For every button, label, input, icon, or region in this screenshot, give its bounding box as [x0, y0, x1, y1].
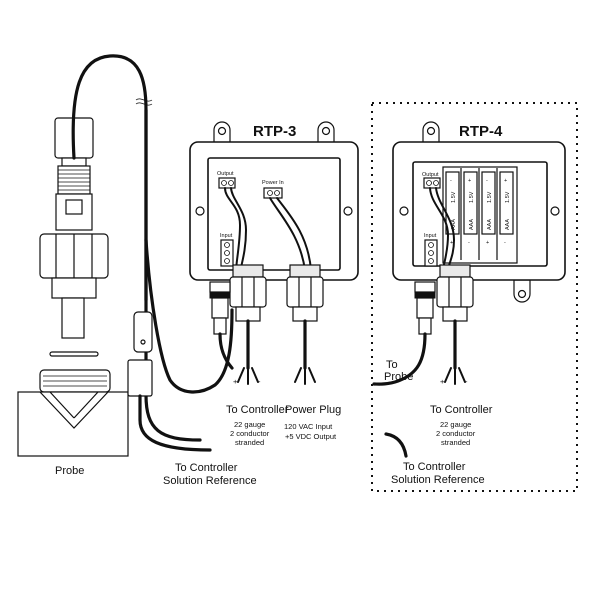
rtp3-wire-spec-line3: stranded	[235, 438, 264, 447]
rtp3-input-label: Input	[220, 233, 233, 239]
battery-3-voltage: 1.5V	[487, 191, 493, 203]
rtp4-dotted-border	[371, 102, 578, 492]
rtp4-to-probe-line2: Probe	[384, 371, 413, 383]
rtp4-battery-sign-8: -	[504, 240, 506, 246]
rtp4-battery-sign-4: +	[504, 178, 507, 184]
battery-4-voltage: 1.5V	[505, 191, 511, 203]
rtp3-power-in-label: Power In	[262, 180, 284, 186]
probe-label: Probe	[55, 465, 84, 477]
rtp3-wire-spec-line2: 2 conductor	[230, 429, 270, 438]
battery-4-type: AAA	[505, 219, 511, 230]
rtp4-input-label: Input	[424, 233, 437, 239]
rtp4-battery-sign-7: +	[486, 240, 489, 246]
rtp4-minus-sign: -	[465, 377, 468, 386]
rtp4-batteries: AAA 1.5V AAA 1.5V AAA 1.5V AAA 1.5V	[451, 191, 511, 230]
rtp4-wire-spec-line3: stranded	[441, 438, 470, 447]
power-spec-line2: +5 VDC Output	[285, 432, 337, 441]
rtp4-battery-sign-1: -	[450, 178, 452, 184]
rtp3-unit: RTP-3 Output Power In Input	[189, 121, 359, 386]
rtp3-plus-sign: +	[233, 377, 238, 386]
battery-1-voltage: 1.5V	[451, 191, 457, 203]
probe-assembly	[17, 117, 129, 457]
rtp3-minus-sign: -	[258, 377, 261, 386]
battery-1-type: AAA	[451, 219, 457, 230]
rtp4-solution-ref-line1: To Controller	[403, 461, 466, 473]
power-plug-label: Power Plug	[285, 404, 341, 416]
rtp4-unit: RTP-4 - + - + + - + - AAA 1.5V AAA	[372, 121, 566, 458]
rtp4-to-controller-label: To Controller	[430, 404, 493, 416]
rtp3-to-controller-label: To Controller	[226, 404, 289, 416]
battery-2-type: AAA	[469, 219, 475, 230]
rtp4-to-probe-line1: To	[386, 359, 398, 371]
rtp4-solution-ref-line2: Solution Reference	[391, 474, 485, 486]
rtp4-battery-sign-2: +	[468, 178, 471, 184]
rtp4-battery-sign-5: +	[450, 240, 453, 246]
probe-cable	[71, 54, 234, 452]
rtp4-battery-sign-6: -	[468, 240, 470, 246]
rtp4-wire-spec-line2: 2 conductor	[436, 429, 476, 438]
rtp3-wire-spec-line1: 22 gauge	[234, 420, 265, 429]
rtp3-output-label: Output	[217, 171, 234, 177]
rtp4-wire-spec-line1: 22 gauge	[440, 420, 471, 429]
solution-ref-label-line1: To Controller	[175, 462, 238, 474]
rtp4-battery-sign-3: -	[486, 178, 488, 184]
solution-ref-label-line2: Solution Reference	[163, 475, 257, 487]
rtp4-output-label: Output	[422, 172, 439, 178]
rtp4-plus-sign: +	[440, 377, 445, 386]
rtp4-title: RTP-4	[459, 123, 503, 140]
rtp3-title: RTP-3	[253, 123, 296, 140]
power-spec-line1: 120 VAC Input	[284, 422, 333, 431]
battery-2-voltage: 1.5V	[469, 191, 475, 203]
battery-3-type: AAA	[487, 219, 493, 230]
